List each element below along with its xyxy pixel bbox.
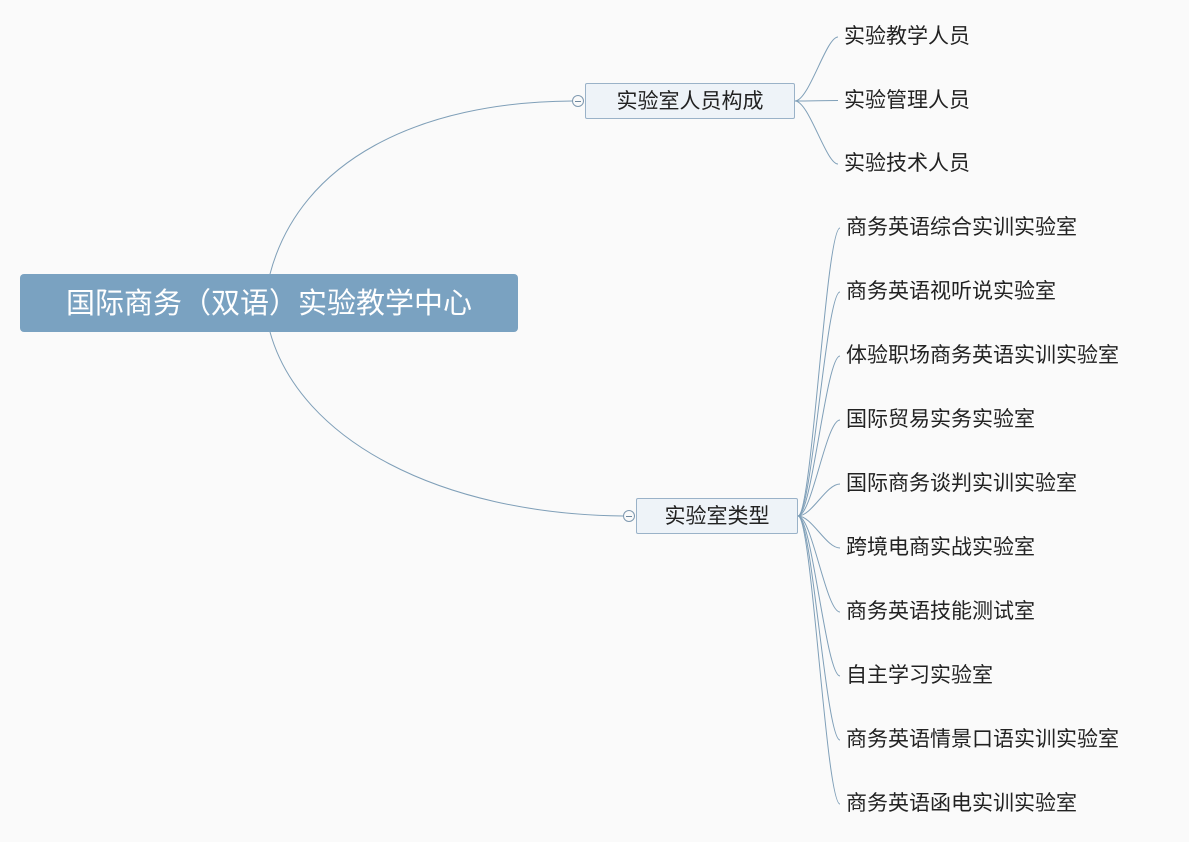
connector-to-child <box>797 483 841 517</box>
leaf-topic[interactable]: 国际贸易实务实验室 <box>846 407 1035 431</box>
connector-root-to-people <box>269 100 573 275</box>
connector-root-to-types <box>269 331 624 517</box>
connector-to-child <box>794 100 839 102</box>
connector-to-child <box>797 515 841 549</box>
connectors-types-children <box>797 227 841 805</box>
branch-lab-staff[interactable]: 实验室人员构成 <box>585 83 795 119</box>
connector-to-child <box>797 515 841 613</box>
leaf-topic[interactable]: 商务英语函电实训实验室 <box>846 791 1077 815</box>
connector-to-child <box>797 515 841 805</box>
connectors-people-children <box>794 36 839 165</box>
leaf-topic[interactable]: 自主学习实验室 <box>846 663 993 687</box>
leaf-topic[interactable]: 跨境电商实战实验室 <box>846 535 1035 559</box>
leaf-topic[interactable]: 实验技术人员 <box>844 151 970 175</box>
connector-to-child <box>794 36 839 102</box>
leaf-topic[interactable]: 实验教学人员 <box>844 24 970 48</box>
connector-to-child <box>797 515 841 741</box>
collapse-toggle-icon[interactable] <box>572 95 584 107</box>
leaf-topic[interactable]: 商务英语综合实训实验室 <box>846 215 1077 239</box>
leaf-topic[interactable]: 国际商务谈判实训实验室 <box>846 471 1077 495</box>
connector-to-child <box>797 515 841 677</box>
leaf-topic[interactable]: 商务英语视听说实验室 <box>846 279 1056 303</box>
connector-to-child <box>797 419 841 517</box>
collapse-toggle-icon[interactable] <box>623 510 635 522</box>
leaf-topic[interactable]: 商务英语情景口语实训实验室 <box>846 727 1119 751</box>
connector-to-child <box>797 227 841 517</box>
connector-to-child <box>794 100 839 165</box>
connector-to-child <box>797 355 841 517</box>
central-topic[interactable]: 国际商务（双语）实验教学中心 <box>20 274 518 332</box>
leaf-topic[interactable]: 实验管理人员 <box>844 88 970 112</box>
branch-lab-types[interactable]: 实验室类型 <box>636 498 798 534</box>
connector-to-child <box>797 291 841 517</box>
leaf-topic[interactable]: 体验职场商务英语实训实验室 <box>846 343 1119 367</box>
leaf-topic[interactable]: 商务英语技能测试室 <box>846 599 1035 623</box>
